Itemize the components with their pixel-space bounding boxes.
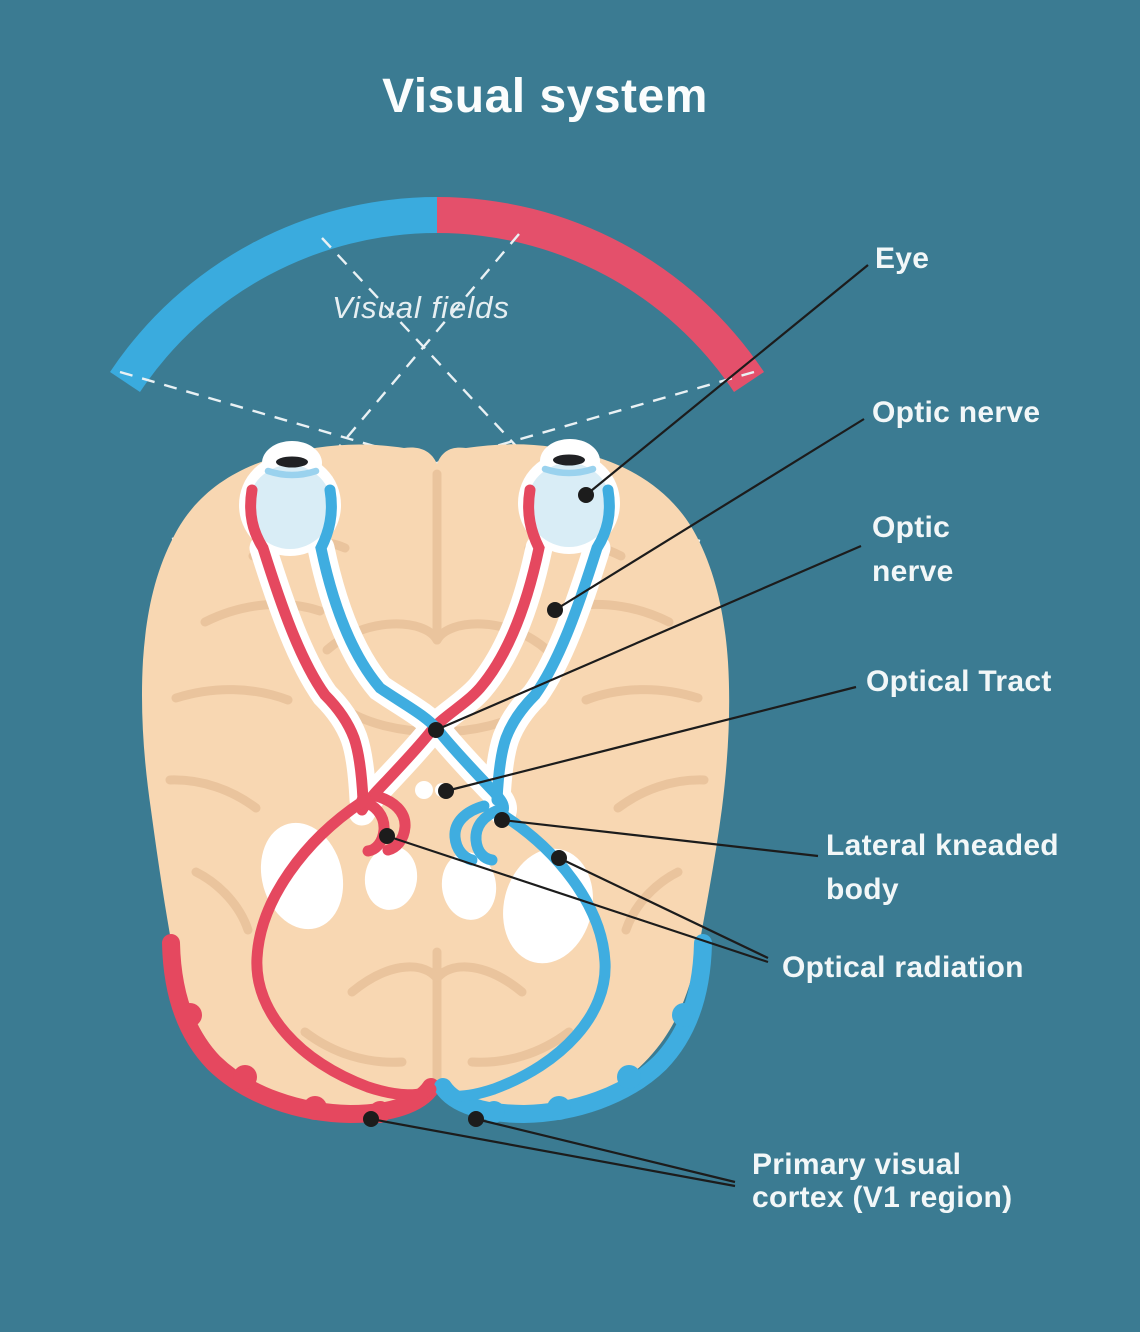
visual-field-left-blue bbox=[110, 197, 437, 392]
leader-optic-nerve-upper bbox=[554, 418, 865, 611]
v1-blue-gyri bbox=[483, 1003, 696, 1123]
left-eyeball bbox=[248, 465, 332, 549]
optic-radiation-blue bbox=[437, 806, 611, 1102]
label-primary-visual-2: cortex (V1 region) bbox=[752, 1181, 1012, 1214]
leader-eye bbox=[585, 264, 869, 496]
label-lateral-kneaded-1: Lateral kneaded bbox=[826, 829, 1059, 862]
label-optic-nerve-upper: Optic nerve bbox=[872, 396, 1040, 429]
leader-optical-radiation-red bbox=[386, 834, 769, 964]
label-optical-radiation: Optical radiation bbox=[782, 951, 1024, 984]
optic-radiation-red bbox=[251, 796, 437, 1101]
label-optic-nerve-lower-2: nerve bbox=[872, 555, 954, 588]
dot-optical-radiation-red bbox=[379, 828, 395, 844]
label-eye: Eye bbox=[875, 242, 929, 275]
label-lateral-kneaded-2: body bbox=[826, 873, 899, 906]
visual-fields-label: Visual fields bbox=[332, 290, 510, 325]
label-optic-nerve-lower-1: Optic bbox=[872, 511, 950, 544]
leader-optical-radiation-blue bbox=[558, 857, 769, 959]
dot-optic-nerve-upper bbox=[547, 602, 563, 618]
right-cornea bbox=[541, 465, 597, 477]
dot-eye bbox=[578, 487, 594, 503]
dot-optical-radiation-blue bbox=[551, 850, 567, 866]
right-pupil bbox=[553, 454, 585, 466]
dot-optical-tract bbox=[438, 783, 454, 799]
brain-illustration bbox=[141, 439, 730, 1124]
leader-v1-blue bbox=[475, 1117, 736, 1184]
annotation-labels: Eye Optic nerve Optic nerve Optical Trac… bbox=[752, 242, 1059, 1214]
leader-optical-tract bbox=[445, 685, 857, 793]
pituitary-dot-large bbox=[415, 781, 433, 799]
left-pupil bbox=[276, 456, 308, 468]
lateral-geniculate-blue bbox=[449, 800, 504, 866]
label-optical-tract: Optical Tract bbox=[866, 665, 1052, 698]
leader-lines bbox=[363, 264, 869, 1188]
dot-optic-nerve-lower bbox=[428, 722, 444, 738]
left-eye-red-pathway bbox=[245, 484, 369, 806]
v1-red-gyri bbox=[178, 1003, 391, 1123]
right-eyeball bbox=[527, 463, 611, 547]
dot-v1-blue bbox=[468, 1111, 484, 1127]
optic-pathways bbox=[245, 484, 615, 1102]
dot-v1-red bbox=[363, 1111, 379, 1127]
visual-field-right-red bbox=[437, 197, 764, 392]
primary-visual-cortex-borders bbox=[162, 934, 712, 1124]
leader-lateral-kneaded-body bbox=[501, 818, 819, 858]
leader-optic-nerve-lower bbox=[435, 544, 862, 732]
right-eye-blue-pathway bbox=[491, 484, 615, 806]
left-cornea bbox=[264, 467, 320, 479]
left-eye bbox=[239, 441, 341, 556]
visual-fields-arc bbox=[110, 197, 764, 392]
leader-v1-red bbox=[370, 1117, 736, 1188]
right-eye bbox=[518, 439, 620, 554]
dot-lateral-kneaded-body bbox=[494, 812, 510, 828]
label-primary-visual-1: Primary visual bbox=[752, 1148, 961, 1181]
brain-white-fissures bbox=[260, 781, 593, 964]
page-title: Visual system bbox=[382, 70, 708, 123]
